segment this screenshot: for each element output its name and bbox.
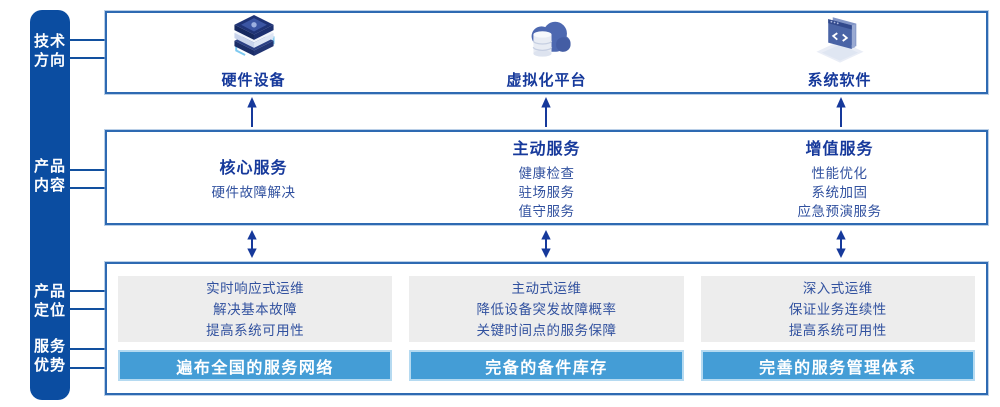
connector-line (68, 367, 107, 369)
service-col-core: 核心服务 硬件故障解决 (107, 132, 400, 223)
positioning-line: 解决基本故障 (213, 301, 298, 317)
connector-line (68, 348, 107, 350)
tech-col-hardware: 硬件设备 (107, 13, 400, 92)
positioning-panel: 实时响应式运维 解决基本故障 提高系统可用性 (118, 276, 393, 343)
double-arrow-icon (105, 229, 399, 259)
sidebar-label-line: 产品 (33, 283, 66, 300)
service-item: 硬件故障解决 (211, 184, 296, 200)
sidebar-label-product-positioning: 产品 定位 (30, 282, 70, 320)
code-window-icon (811, 15, 869, 68)
service-col-proactive: 主动服务 健康检查 驻场服务 值守服务 (400, 132, 693, 223)
tech-col-virtualization: 虚拟化平台 (400, 13, 693, 92)
service-item: 值守服务 (518, 203, 575, 219)
service-title: 增值服务 (805, 140, 874, 158)
positioning-line: 关键时间点的服务保障 (476, 322, 617, 338)
service-item: 系统加固 (811, 184, 868, 200)
advantage-bar: 完备的备件库存 (409, 350, 684, 381)
connector-line (68, 308, 107, 310)
sidebar-label-service-advantage: 服务 优势 (30, 337, 70, 375)
positioning-advantage-panel: 实时响应式运维 解决基本故障 提高系统可用性 遍布全国的服务网络 主动式运维 降… (105, 262, 988, 395)
server-stack-icon (225, 15, 283, 68)
arrow-row-double (105, 229, 988, 259)
positioning-line: 实时响应式运维 (206, 280, 305, 296)
sidebar-label-line: 服务 (33, 338, 66, 355)
sidebar-label-line: 定位 (33, 302, 66, 319)
service-item: 健康检查 (518, 165, 575, 181)
connector-line (68, 57, 107, 59)
sidebar-label-line: 优势 (33, 357, 66, 374)
service-item: 驻场服务 (518, 184, 575, 200)
up-arrow-icon (399, 96, 693, 127)
product-content-panel: 核心服务 硬件故障解决 主动服务 健康检查 驻场服务 值守服务 增值服务 性能优… (105, 130, 988, 225)
up-arrow-icon (694, 96, 988, 127)
sidebar-label-line: 内容 (33, 177, 66, 194)
advantage-bar: 完善的服务管理体系 (700, 350, 975, 381)
positioning-line: 主动式运维 (511, 280, 582, 296)
bottom-col-indepth: 深入式运维 保证业务连续性 提高系统可用性 完善的服务管理体系 (700, 276, 975, 381)
double-arrow-icon (694, 229, 988, 259)
bottom-col-realtime: 实时响应式运维 解决基本故障 提高系统可用性 遍布全国的服务网络 (118, 276, 393, 381)
category-sidebar: 技术 方向 产品 内容 产品 定位 服务 优势 (30, 10, 70, 400)
sidebar-label-line: 技术 (33, 33, 66, 50)
positioning-line: 提高系统可用性 (788, 322, 887, 338)
connector-line (68, 187, 107, 189)
positioning-line: 提高系统可用性 (206, 322, 305, 338)
tech-direction-panel: 硬件设备 (105, 11, 988, 94)
service-col-value-added: 增值服务 性能优化 系统加固 应急预演服务 (693, 132, 986, 223)
positioning-line: 深入式运维 (802, 280, 873, 296)
advantage-bar: 遍布全国的服务网络 (118, 350, 393, 381)
tech-col-software: 系统软件 (693, 13, 986, 92)
connector-line (68, 169, 107, 171)
positioning-panel: 深入式运维 保证业务连续性 提高系统可用性 (700, 276, 975, 343)
cloud-database-icon (518, 15, 576, 68)
connector-line (68, 39, 107, 41)
sidebar-label-product-content: 产品 内容 (30, 157, 70, 195)
sidebar-label-line: 方向 (33, 52, 66, 69)
sidebar-label-line: 产品 (33, 158, 66, 175)
arrow-row-up (105, 96, 988, 127)
service-item: 性能优化 (811, 165, 868, 181)
bottom-col-proactive: 主动式运维 降低设备突发故障概率 关键时间点的服务保障 完备的备件库存 (409, 276, 684, 381)
service-title: 主动服务 (512, 140, 581, 158)
positioning-line: 保证业务连续性 (788, 301, 887, 317)
tech-label-hardware: 硬件设备 (221, 72, 286, 89)
sidebar-label-tech-direction: 技术 方向 (30, 32, 70, 70)
positioning-line: 降低设备突发故障概率 (476, 301, 617, 317)
service-title: 核心服务 (219, 159, 288, 177)
double-arrow-icon (399, 229, 693, 259)
positioning-panel: 主动式运维 降低设备突发故障概率 关键时间点的服务保障 (409, 276, 684, 343)
tech-label-virtualization: 虚拟化平台 (506, 72, 587, 89)
connector-line (68, 290, 107, 292)
tech-label-software: 系统软件 (807, 72, 872, 89)
up-arrow-icon (105, 96, 399, 127)
service-item: 应急预演服务 (797, 203, 882, 219)
